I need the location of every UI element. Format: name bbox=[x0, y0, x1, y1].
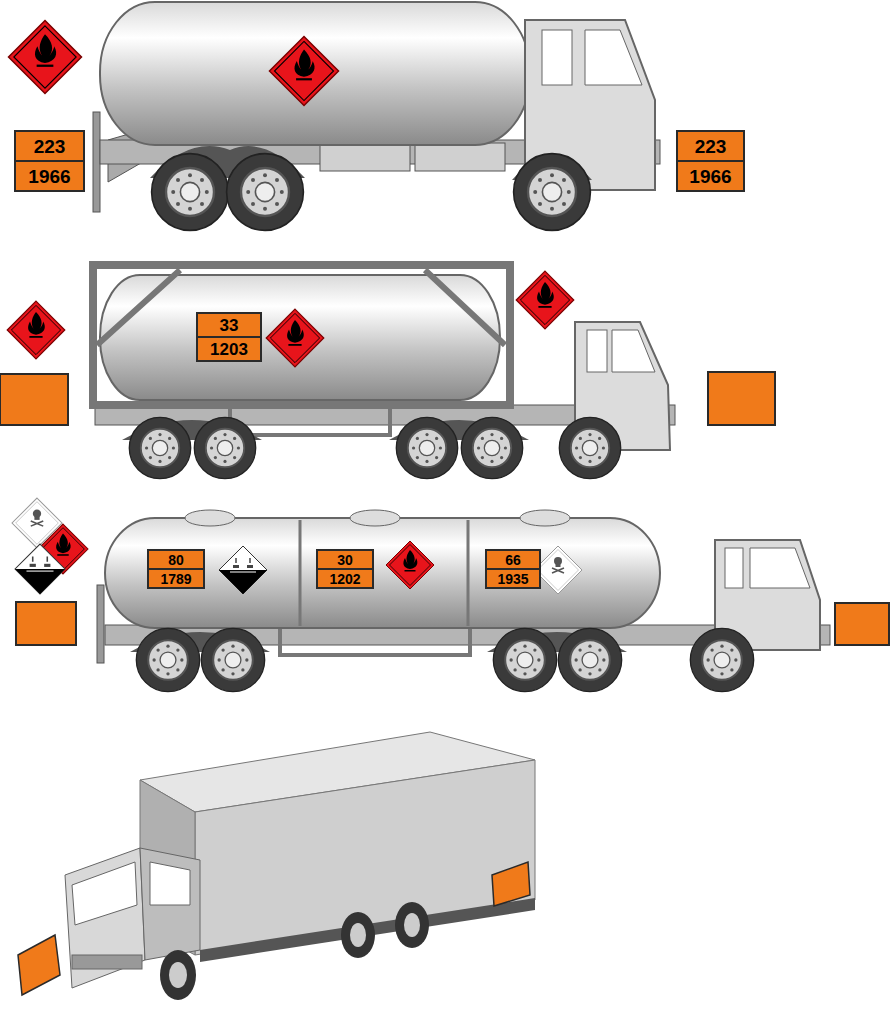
multi-compartment-tanker bbox=[12, 498, 889, 692]
un-number: 1966 bbox=[16, 162, 83, 190]
hazard-number: 33 bbox=[198, 314, 260, 338]
hazard-number: 223 bbox=[678, 132, 743, 162]
hazard-number: 66 bbox=[487, 551, 539, 570]
un-number: 1789 bbox=[149, 570, 203, 587]
hazard-number: 223 bbox=[16, 132, 83, 162]
blank-plate bbox=[708, 372, 775, 425]
un-number: 1202 bbox=[318, 570, 372, 587]
hazard-number: 30 bbox=[318, 551, 372, 570]
hazard-plate: 661935 bbox=[485, 549, 541, 589]
blank-plate bbox=[0, 374, 68, 425]
hazard-plate: 801789 bbox=[147, 549, 205, 589]
blank-plate bbox=[492, 862, 530, 906]
un-number: 1935 bbox=[487, 570, 539, 587]
blank-plate bbox=[16, 602, 76, 645]
tank-container-truck bbox=[0, 265, 775, 479]
hazard-plate: 2231966 bbox=[14, 130, 85, 192]
blank-plate bbox=[18, 935, 60, 995]
hazard-plate: 301202 bbox=[316, 549, 374, 589]
box-truck bbox=[18, 732, 535, 1000]
blank-plate bbox=[835, 603, 889, 645]
un-number: 1966 bbox=[678, 162, 743, 190]
tanker-truck-1 bbox=[9, 2, 660, 230]
hazard-plate: 331203 bbox=[196, 312, 262, 362]
hazard-plate: 2231966 bbox=[676, 130, 745, 192]
hazard-number: 80 bbox=[149, 551, 203, 570]
un-number: 1203 bbox=[198, 338, 260, 360]
